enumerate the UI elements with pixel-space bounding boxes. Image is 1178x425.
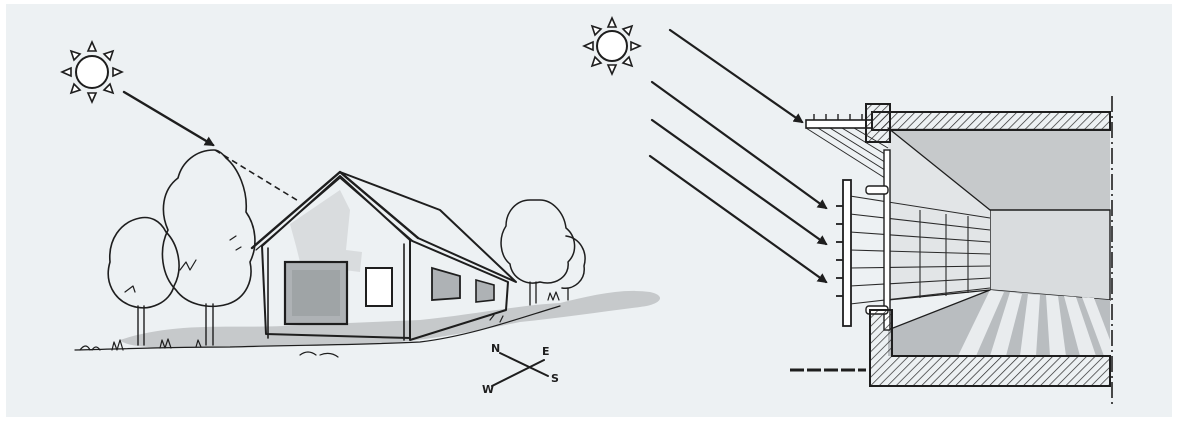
back-wall-light xyxy=(990,210,1110,300)
roof-slab xyxy=(872,112,1110,130)
tree-small-left xyxy=(108,218,179,308)
compass-north-label: N xyxy=(491,342,500,355)
house-side-window-2 xyxy=(476,280,494,302)
compass-west-label: W xyxy=(482,383,494,396)
louvre-frame xyxy=(843,180,851,326)
house-side-window-1 xyxy=(432,268,460,300)
sun-right-icon xyxy=(584,18,640,74)
sun-left-icon xyxy=(62,42,122,102)
compass-rose: N E S W xyxy=(482,342,559,396)
solar-design-sketch: N E S W xyxy=(6,4,1178,425)
house-roof xyxy=(340,172,516,282)
sun-ray-arrows xyxy=(650,30,826,282)
overhang-shade xyxy=(806,120,872,128)
compass-east-label: E xyxy=(542,345,550,358)
house-small-window xyxy=(366,268,392,306)
roof-beam xyxy=(866,104,890,142)
compass-south-label: S xyxy=(551,372,559,385)
section-scene xyxy=(584,18,1112,404)
sun-ray-arrow xyxy=(124,92,213,145)
shadow-projection-line xyxy=(215,150,300,202)
illustration-canvas: N E S W xyxy=(6,4,1172,417)
house-scene: N E S W xyxy=(62,42,660,396)
tree-right-back xyxy=(501,200,575,283)
